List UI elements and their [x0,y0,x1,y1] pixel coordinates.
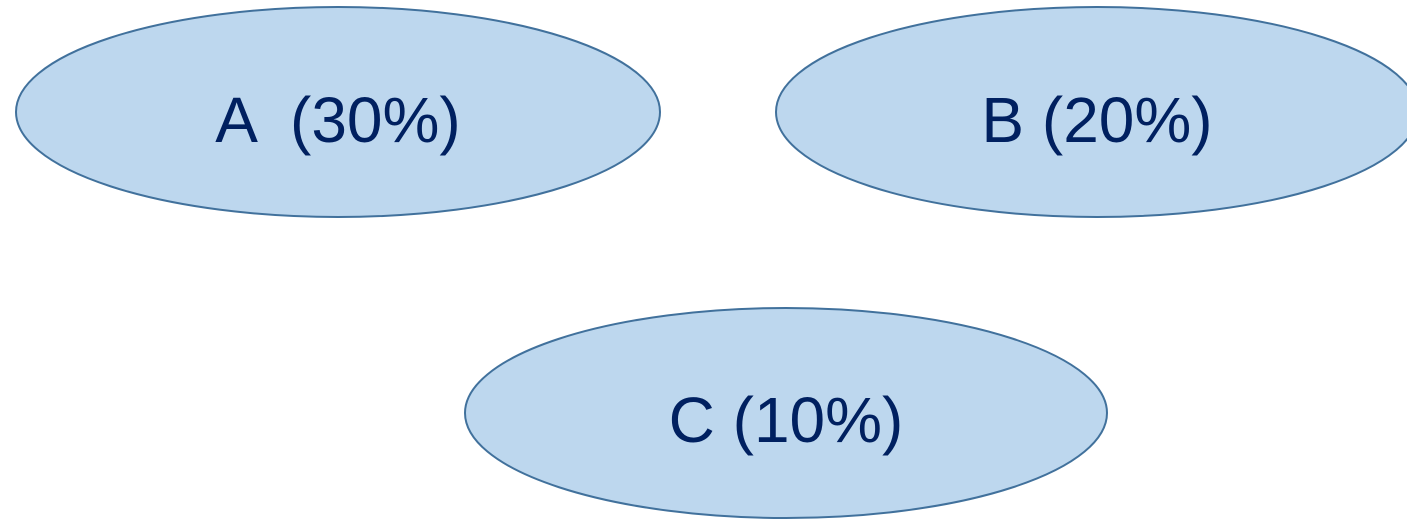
node-c-ellipse [464,307,1108,519]
node-c-label: C (10%) [669,384,904,456]
node-b-label: B (20%) [981,84,1212,156]
node-c: C (10%) [464,307,1108,519]
node-b: B (20%) [775,6,1407,218]
node-b-ellipse [775,6,1407,218]
node-a-ellipse [15,6,661,218]
node-a-label: A (30%) [215,84,460,156]
node-a: A (30%) [15,6,661,218]
